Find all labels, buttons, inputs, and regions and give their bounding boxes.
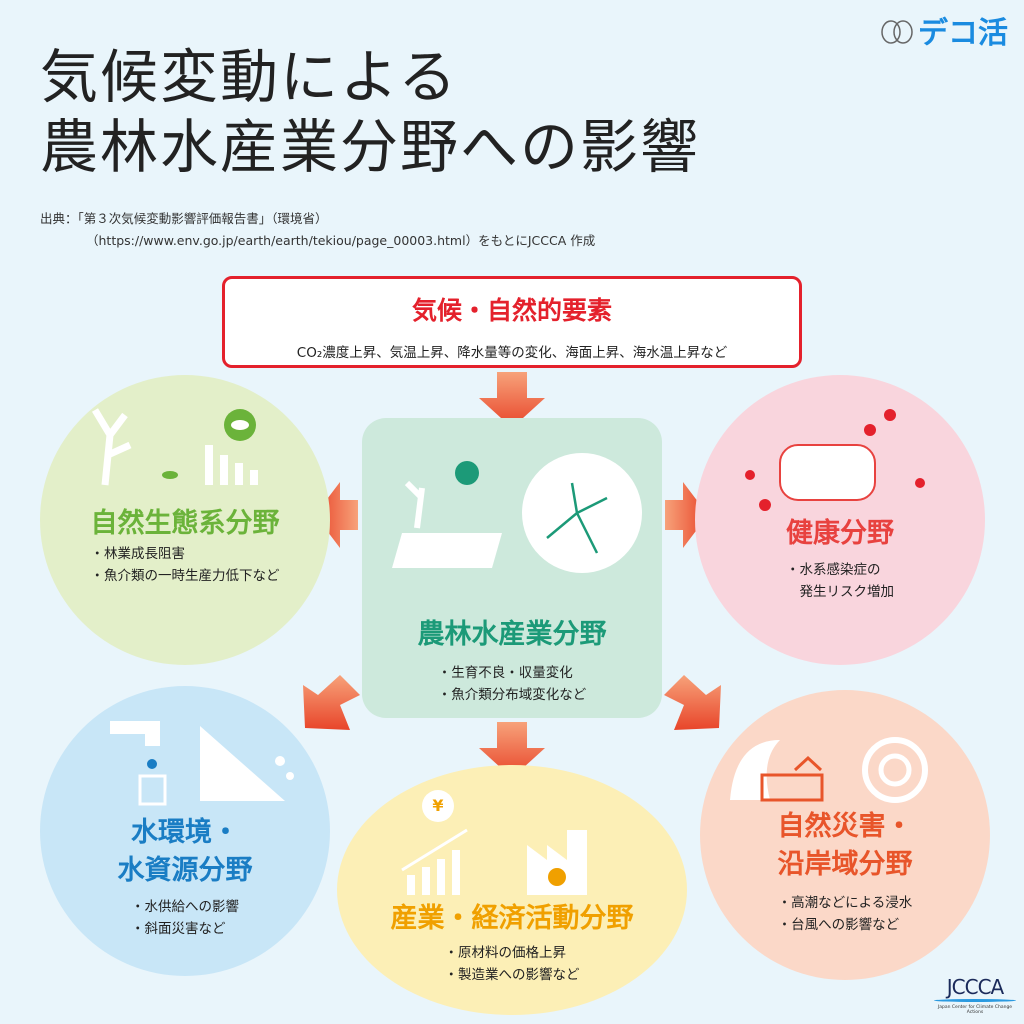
industry-icons: ¥ bbox=[337, 765, 687, 900]
logo-text: デコ活 bbox=[918, 16, 1008, 51]
disaster-item: ・高潮などによる浸水 bbox=[777, 895, 913, 911]
chart-factory-icon bbox=[401, 828, 587, 895]
agriculture-forestry-fisheries-box: 農林水産業分野 ・生育不良・収量変化・魚介類分布域変化など bbox=[362, 418, 662, 718]
center-item: ・生育不良・収量変化 bbox=[437, 665, 573, 681]
logo-leaf-icon bbox=[881, 20, 913, 44]
eco-item: ・林業成長阻害 bbox=[90, 546, 186, 562]
health-title: 健康分野 bbox=[786, 518, 894, 549]
water-items: ・水供給への影響・斜面災害など bbox=[131, 896, 239, 940]
eco-items: ・林業成長阻害・魚介類の一時生産力低下など bbox=[91, 543, 280, 587]
logo-arc bbox=[934, 999, 1016, 1002]
industry-item: ・原材料の価格上昇 bbox=[444, 945, 567, 961]
natural-disaster-circle: 自然災害・ 沿岸域分野 ・高潮などによる浸水・台風への影響など bbox=[700, 690, 990, 980]
health-item: ・水系感染症の bbox=[786, 562, 881, 578]
water-item: ・水供給への影響 bbox=[131, 899, 239, 915]
yen-icon: ¥ bbox=[422, 790, 454, 822]
center-items: ・生育不良・収量変化・魚介類分布域変化など bbox=[438, 662, 587, 706]
dead-tree-fish-chart-icon bbox=[91, 408, 258, 486]
disaster-items: ・高潮などによる浸水・台風への影響など bbox=[778, 892, 913, 936]
jccca-logo-text: JCCCA bbox=[946, 975, 1004, 999]
water-title-2: 水資源分野 bbox=[117, 855, 253, 886]
mask-virus-icon bbox=[745, 409, 925, 511]
jccca-logo: JCCCA Japan Center for Climate Change Ac… bbox=[930, 975, 1020, 1015]
arrow-down-top bbox=[479, 372, 545, 428]
arrow-down-bottom bbox=[479, 722, 545, 778]
industry-economy-ellipse: ¥ 産業・経済活動分野 ・原材料の価格上昇・製造業への影響など bbox=[337, 765, 687, 1015]
source-line-2: （https://www.env.go.jp/earth/earth/tekio… bbox=[86, 233, 596, 248]
water-title-1: 水環境・ bbox=[131, 817, 239, 848]
disaster-title-2: 沿岸域分野 bbox=[777, 849, 913, 880]
wave-house-typhoon-icon bbox=[730, 737, 928, 803]
industry-title: 産業・経済活動分野 bbox=[390, 903, 634, 934]
industry-item: ・製造業への影響など bbox=[444, 967, 580, 983]
eco-item: ・魚介類の一時生産力低下など bbox=[90, 568, 280, 584]
ecosystem-circle: 自然生態系分野 ・林業成長阻害・魚介類の一時生産力低下など bbox=[40, 375, 330, 665]
jccca-logo-subtitle: Japan Center for Climate Change Actions bbox=[937, 1005, 1013, 1015]
deco-katsu-logo: デコ活 bbox=[880, 8, 1008, 52]
industry-items: ・原材料の価格上昇・製造業への影響など bbox=[445, 942, 580, 986]
arrow-right bbox=[665, 482, 708, 548]
climate-factors-box: 気候・自然的要素 CO₂濃度上昇、気温上昇、降水量等の変化、海面上昇、海水温上昇… bbox=[222, 276, 802, 368]
arrow-down-left bbox=[303, 675, 360, 730]
title-line-1: 気候変動による bbox=[40, 43, 459, 111]
water-circle: 水環境・ 水資源分野 ・水供給への影響・斜面災害など bbox=[40, 686, 330, 976]
source-line-1: 出典：「第３次気候変動影響評価報告書」（環境省） bbox=[40, 211, 328, 226]
health-items: ・水系感染症の 発生リスク増加 bbox=[786, 559, 894, 603]
water-item: ・斜面災害など bbox=[131, 921, 226, 937]
disaster-title-1: 自然災害・ bbox=[777, 811, 913, 842]
center-title: 農林水産業分野 bbox=[417, 619, 607, 650]
title-line-2: 農林水産業分野への影響 bbox=[40, 113, 701, 181]
health-circle: 健康分野 ・水系感染症の 発生リスク増加 bbox=[695, 375, 985, 665]
page-title: 気候変動による 農林水産業分野への影響 bbox=[40, 42, 700, 182]
health-item: 発生リスク増加 bbox=[786, 584, 894, 600]
eco-title: 自然生態系分野 bbox=[90, 508, 280, 539]
source-citation: 出典：「第３次気候変動影響評価報告書」（環境省） （https://www.en… bbox=[40, 208, 595, 252]
center-item: ・魚介類分布域変化など bbox=[437, 687, 587, 703]
arrow-left bbox=[315, 482, 358, 548]
climate-desc: CO₂濃度上昇、気温上昇、降水量等の変化、海面上昇、海水温上昇など bbox=[296, 345, 728, 361]
arrow-down-right bbox=[664, 675, 721, 730]
faucet-landslide-icon bbox=[110, 721, 294, 806]
disaster-item: ・台風への影響など bbox=[777, 917, 900, 933]
drought-globe-icon bbox=[392, 453, 642, 573]
climate-title: 気候・自然的要素 bbox=[411, 296, 612, 325]
